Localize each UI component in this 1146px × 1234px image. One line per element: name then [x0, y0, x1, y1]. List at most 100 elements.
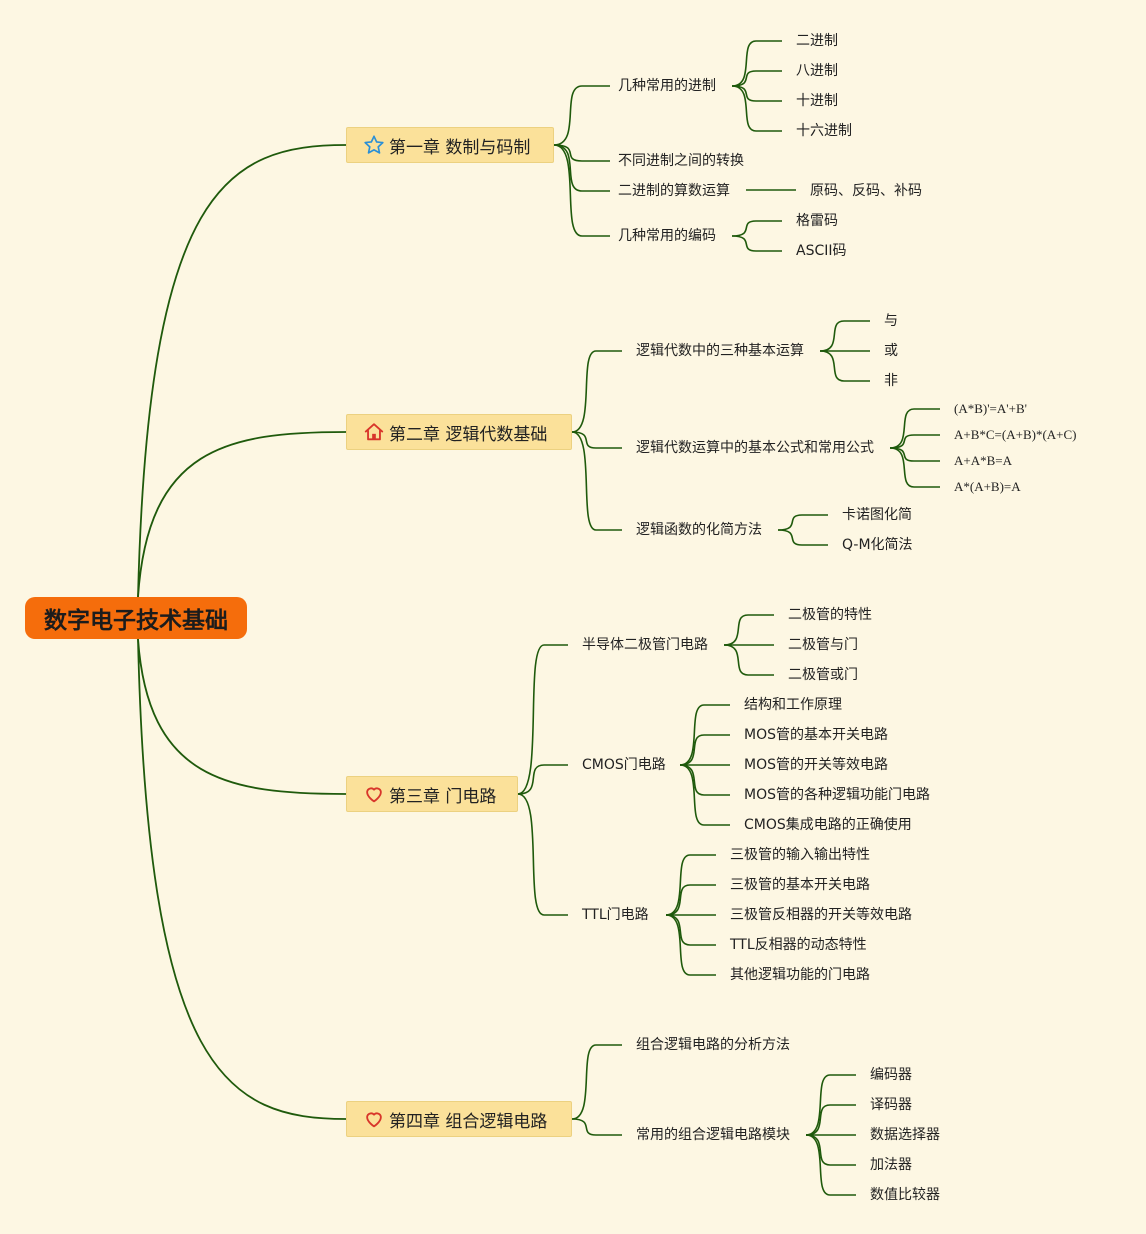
topic-node[interactable]: 不同进制之间的转换 [618, 153, 744, 169]
connector-line [665, 914, 716, 976]
topic-node[interactable]: 逻辑函数的化简方法 [636, 522, 762, 538]
connector-line [731, 70, 782, 87]
topic-node[interactable]: 逻辑代数中的三种基本运算 [636, 343, 804, 359]
leaf-node[interactable]: 十六进制 [796, 123, 852, 139]
connector-line [553, 144, 610, 237]
topic-node[interactable]: 半导体二极管门电路 [582, 637, 708, 653]
connector-line [665, 854, 716, 916]
house-icon [363, 421, 385, 443]
chapter-2-label: 第二章 逻辑代数基础 [389, 424, 548, 445]
leaf-node[interactable]: 二极管或门 [788, 667, 858, 683]
connector-line [731, 85, 782, 102]
connector-line [571, 1118, 622, 1136]
connector-line [679, 704, 730, 766]
connector-line [731, 40, 782, 87]
connector-line [571, 350, 622, 433]
leaf-node[interactable]: 格雷码 [796, 213, 838, 229]
leaf-node[interactable]: TTL反相器的动态特性 [730, 937, 867, 953]
leaf-node[interactable]: 结构和工作原理 [744, 697, 842, 713]
connector-line [679, 764, 730, 826]
leaf-node[interactable]: 八进制 [796, 63, 838, 79]
chapter-1-node[interactable]: 第一章 数制与码制 [346, 127, 554, 163]
leaf-node[interactable]: 二进制 [796, 33, 838, 49]
leaf-node[interactable]: 十进制 [796, 93, 838, 109]
leaf-node[interactable]: ASCII码 [796, 243, 847, 259]
connector-line [731, 235, 782, 252]
chapter-3-node[interactable]: 第三章 门电路 [346, 776, 518, 812]
connector-line [553, 85, 610, 146]
connector-line [777, 529, 828, 546]
leaf-node[interactable]: 或 [884, 343, 898, 359]
formula-node[interactable]: A+B*C=(A+B)*(A+C) [954, 427, 1077, 442]
connector-line [679, 734, 730, 766]
leaf-node[interactable]: MOS管的开关等效电路 [744, 757, 888, 773]
leaf-node[interactable]: CMOS集成电路的正确使用 [744, 817, 912, 833]
leaf-node[interactable]: 卡诺图化简 [842, 507, 912, 523]
formula-node[interactable]: (A*B)'=A'+B' [954, 401, 1027, 416]
connector-line [679, 764, 730, 796]
chapter-2-node[interactable]: 第二章 逻辑代数基础 [346, 414, 572, 450]
root-node[interactable]: 数字电子技术基础 [25, 597, 247, 639]
trunk-line [137, 638, 347, 1120]
leaf-node[interactable]: MOS管的各种逻辑功能门电路 [744, 787, 930, 803]
star-icon [363, 134, 385, 156]
leaf-node[interactable]: 原码、反码、补码 [810, 183, 922, 199]
leaf-node[interactable]: MOS管的基本开关电路 [744, 727, 888, 743]
leaf-node[interactable]: 编码器 [870, 1067, 912, 1083]
chapter-4-node[interactable]: 第四章 组合逻辑电路 [346, 1101, 572, 1137]
leaf-node[interactable]: 与 [884, 313, 898, 329]
trunk-line [137, 144, 347, 598]
topic-node[interactable]: 几种常用的编码 [618, 228, 716, 244]
connector-line [889, 408, 940, 449]
connector-line [889, 447, 940, 488]
connector-line [553, 144, 610, 162]
leaf-node[interactable]: 数值比较器 [870, 1187, 940, 1203]
connector-line [571, 431, 622, 449]
connector-line [571, 1044, 622, 1120]
leaf-node[interactable]: 三极管的基本开关电路 [730, 877, 870, 893]
connector-line [517, 793, 568, 916]
topic-node[interactable]: 常用的组合逻辑电路模块 [636, 1127, 790, 1143]
chapter-1-label: 第一章 数制与码制 [389, 137, 531, 158]
connector-line [571, 431, 622, 531]
formula-node[interactable]: A+A*B=A [954, 453, 1012, 468]
connector-line [731, 85, 782, 132]
leaf-node[interactable]: 译码器 [870, 1097, 912, 1113]
connector-line [889, 447, 940, 462]
trunk-line [137, 638, 347, 795]
connector-line [777, 514, 828, 531]
leaf-node[interactable]: 数据选择器 [870, 1127, 940, 1143]
heart-icon [363, 1108, 385, 1130]
connector-line [805, 1134, 856, 1196]
leaf-node[interactable]: 非 [884, 373, 898, 389]
connector-line [517, 644, 568, 795]
topic-node[interactable]: 组合逻辑电路的分析方法 [636, 1037, 790, 1053]
connector-line [805, 1104, 856, 1136]
connector-line [665, 884, 716, 916]
heart-icon [363, 783, 385, 805]
leaf-node[interactable]: 二极管的特性 [788, 607, 872, 623]
topic-node[interactable]: TTL门电路 [582, 907, 649, 923]
topic-node[interactable]: 逻辑代数运算中的基本公式和常用公式 [636, 440, 874, 456]
leaf-node[interactable]: 三极管的输入输出特性 [730, 847, 870, 863]
leaf-node[interactable]: Q-M化简法 [842, 537, 913, 553]
leaf-node[interactable]: 三极管反相器的开关等效电路 [730, 907, 912, 923]
connector-line [723, 644, 774, 676]
topic-node[interactable]: 二进制的算数运算 [618, 183, 730, 199]
formula-node[interactable]: A*(A+B)=A [954, 479, 1021, 494]
leaf-node[interactable]: 加法器 [870, 1157, 912, 1173]
connector-line [553, 144, 610, 192]
leaf-node[interactable]: 其他逻辑功能的门电路 [730, 967, 870, 983]
topic-node[interactable]: 几种常用的进制 [618, 78, 716, 94]
connector-line [731, 220, 782, 237]
connector-line [517, 764, 568, 795]
chapter-3-label: 第三章 门电路 [389, 786, 497, 807]
leaf-node[interactable]: 二极管与门 [788, 637, 858, 653]
chapter-4-label: 第四章 组合逻辑电路 [389, 1111, 548, 1132]
connector-line [805, 1134, 856, 1166]
connector-line [889, 434, 940, 449]
topic-node[interactable]: CMOS门电路 [582, 757, 666, 773]
connector-line [819, 350, 870, 382]
